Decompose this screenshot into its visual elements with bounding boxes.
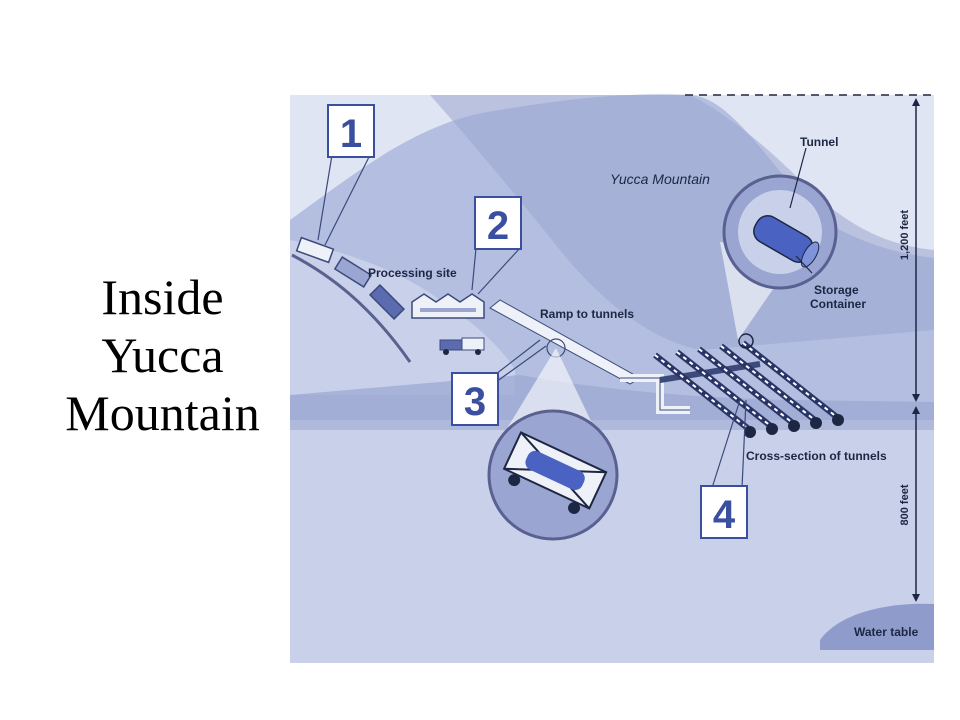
processing-plateau [290, 240, 515, 395]
tunnel-pointer [789, 147, 807, 209]
title-line-3: Mountain [65, 385, 260, 441]
rail-car-icon [502, 431, 608, 514]
depth-top-label: 1,200 feet [899, 210, 911, 260]
title-line-2: Yucca [101, 327, 224, 383]
tunnel-label: Tunnel [800, 135, 838, 149]
step-3-number: 3 [464, 380, 486, 424]
processing-buildings [411, 293, 485, 319]
storage-pointer [795, 255, 813, 274]
step-2-number: 2 [487, 204, 509, 248]
step-3-callout: 3 [451, 339, 547, 426]
storage-label-line-1: Storage [814, 283, 859, 297]
rail-track [291, 253, 412, 363]
slide-title: Inside Yucca Mountain [40, 268, 285, 442]
step-4-callout: 4 [700, 399, 748, 539]
mountain-ridge [430, 95, 934, 350]
ramp-label: Ramp to tunnels [540, 307, 634, 321]
depth-bottom-label: 800 feet [899, 484, 911, 525]
step-1-callout: 1 [317, 104, 375, 246]
mountain-label: Yucca Mountain [610, 171, 710, 187]
storage-container-icon [753, 215, 820, 268]
storage-label-line-2: Container [810, 297, 866, 311]
water-table [820, 603, 934, 650]
truck [439, 337, 485, 355]
water-table-label: Water table [854, 625, 919, 639]
cross-section-label: Cross-section of tunnels [746, 449, 887, 463]
step-2-callout: 2 [471, 196, 522, 295]
title-line-1: Inside [101, 269, 224, 325]
train [295, 236, 406, 321]
processing-site-label: Processing site [368, 266, 457, 280]
step-1-number: 1 [340, 112, 362, 156]
step-4-number: 4 [713, 493, 736, 537]
